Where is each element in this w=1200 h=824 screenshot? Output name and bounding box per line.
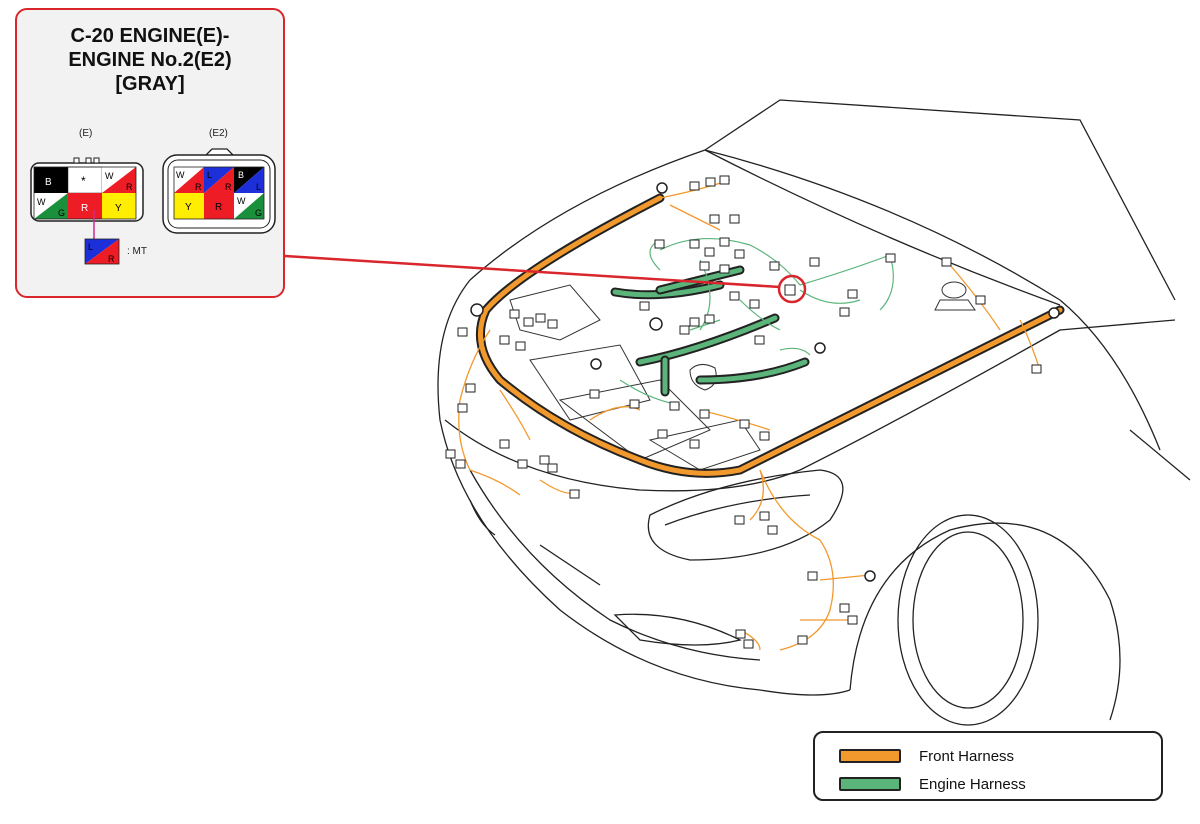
connector-e2-diagram: W R L R B L Y R W G xyxy=(162,148,276,234)
svg-text:R: R xyxy=(195,182,202,192)
harness-legend: Front Harness Engine Harness xyxy=(813,731,1163,801)
engine-harness xyxy=(610,265,810,397)
legend-item-front-harness: Front Harness xyxy=(839,745,1014,767)
title-line-3: [GRAY] xyxy=(115,73,185,95)
connectors xyxy=(445,175,1042,649)
svg-text:G: G xyxy=(58,208,65,218)
svg-text:L: L xyxy=(88,242,93,252)
mt-pin-diagram: L R xyxy=(84,210,120,265)
connector-title: C-20 ENGINE(E)- ENGINE No.2(E2) [GRAY] xyxy=(17,24,283,96)
connector-e-label: (E) xyxy=(79,128,93,139)
svg-text:W: W xyxy=(237,196,246,206)
mt-label: : MT xyxy=(127,246,147,257)
title-line-2: ENGINE No.2(E2) xyxy=(68,49,232,71)
svg-text:*: * xyxy=(81,174,86,188)
connector-e-diagram: B * W R W G R Y xyxy=(30,157,144,222)
front-harness-swatch xyxy=(839,749,901,763)
svg-text:L: L xyxy=(207,170,212,180)
svg-text:W: W xyxy=(176,170,185,180)
callout-leader-line xyxy=(284,254,781,289)
svg-text:G: G xyxy=(255,208,262,218)
svg-text:R: R xyxy=(215,202,222,213)
legend-item-engine-harness: Engine Harness xyxy=(839,773,1026,795)
front-harness-label: Front Harness xyxy=(919,747,1015,765)
connector-callout-box: C-20 ENGINE(E)- ENGINE No.2(E2) [GRAY] (… xyxy=(15,8,285,298)
car-body-outline xyxy=(437,99,1191,726)
svg-text:R: R xyxy=(126,182,133,192)
front-harness xyxy=(475,193,1065,478)
engine-harness-swatch xyxy=(839,777,901,791)
svg-text:R: R xyxy=(225,182,232,192)
svg-text:Y: Y xyxy=(185,202,192,213)
svg-text:W: W xyxy=(105,171,114,181)
grommets xyxy=(470,182,1060,582)
svg-text:W: W xyxy=(37,197,46,207)
title-line-1: C-20 ENGINE(E)- xyxy=(70,25,230,47)
svg-text:R: R xyxy=(81,203,88,214)
engine-harness-label: Engine Harness xyxy=(919,775,1026,793)
svg-text:Y: Y xyxy=(115,203,122,214)
svg-text:L: L xyxy=(256,182,261,192)
connector-e2-label: (E2) xyxy=(209,128,228,139)
svg-text:R: R xyxy=(108,254,115,264)
connector-callout-circle xyxy=(777,274,807,304)
svg-text:B: B xyxy=(238,170,244,180)
engine-bay-components xyxy=(509,281,976,471)
svg-text:B: B xyxy=(45,177,52,188)
